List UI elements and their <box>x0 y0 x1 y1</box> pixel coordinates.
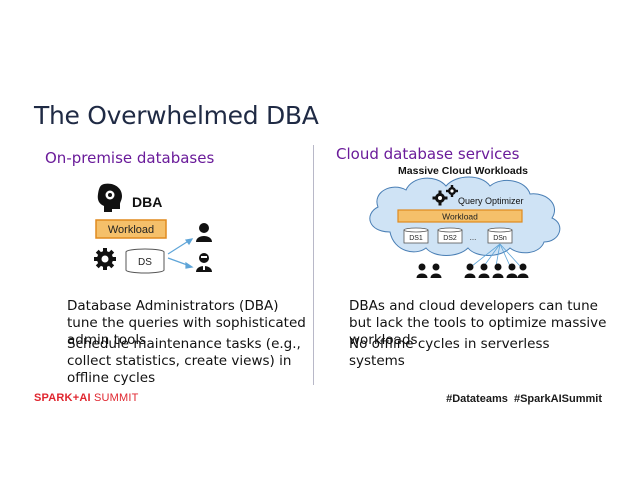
cloud-users-row <box>416 263 529 278</box>
workload-label: Workload <box>108 224 154 236</box>
cloud-title: Massive Cloud Workloads <box>398 165 528 177</box>
ds-cylinder <box>125 248 165 274</box>
cloud-arrows <box>471 243 521 267</box>
ds-label: DS <box>138 257 152 268</box>
slide-title: The Overwhelmed DBA <box>34 101 319 130</box>
right-heading: Cloud database services <box>336 145 520 163</box>
cloud-workload-box <box>397 209 523 223</box>
ds2-label: DS2 <box>443 235 457 242</box>
left-bullet-2: Schedule maintenance tasks (e.g., collec… <box>67 336 301 386</box>
ds1-cylinder <box>403 227 429 244</box>
ellipsis-label: ... <box>470 233 477 242</box>
dba-head-icon <box>97 183 122 212</box>
logo-thin-text: SUMMIT <box>93 392 139 404</box>
footer-hashtags: #Datateams #SparkAISummit <box>446 393 602 405</box>
cloud-workload-label: Workload <box>442 212 478 222</box>
admin-user-icon <box>478 263 490 278</box>
user-icon <box>492 263 504 278</box>
left-bullet-1: Database Administrators (DBA) tune the q… <box>67 298 306 348</box>
ds1-label: DS1 <box>409 235 423 242</box>
workload-box <box>95 219 167 239</box>
optimizer-gears-icon <box>432 185 458 206</box>
user-icon <box>416 263 428 278</box>
user-icon <box>196 223 212 242</box>
dsn-cylinder <box>487 227 513 244</box>
dba-label: DBA <box>132 194 162 210</box>
right-bullet-1: DBAs and cloud developers can tune but l… <box>349 298 607 348</box>
right-bullet-2: No offline cycles in serverless systems <box>349 336 550 369</box>
column-divider <box>313 145 314 385</box>
optimizer-label: Query Optimizer <box>458 196 524 206</box>
dsn-label: DSn <box>493 235 507 242</box>
on-premise-diagram: DBA Workload DS <box>94 183 212 274</box>
admin-user-icon <box>430 263 442 278</box>
gear-icon <box>94 248 116 270</box>
arrows <box>167 238 194 269</box>
user-icon <box>464 263 476 278</box>
admin-user-icon <box>196 253 212 272</box>
cloud-diagram: Massive Cloud Workloads Query Optimizer … <box>369 165 561 278</box>
logo-bold-text: SPARK+AI <box>34 392 91 404</box>
ds2-cylinder <box>437 227 463 244</box>
left-heading: On-premise databases <box>45 149 215 167</box>
user-icon <box>517 263 529 278</box>
spark-ai-summit-logo: SPARK+AI SUMMIT <box>34 392 139 404</box>
admin-user-icon <box>506 263 518 278</box>
